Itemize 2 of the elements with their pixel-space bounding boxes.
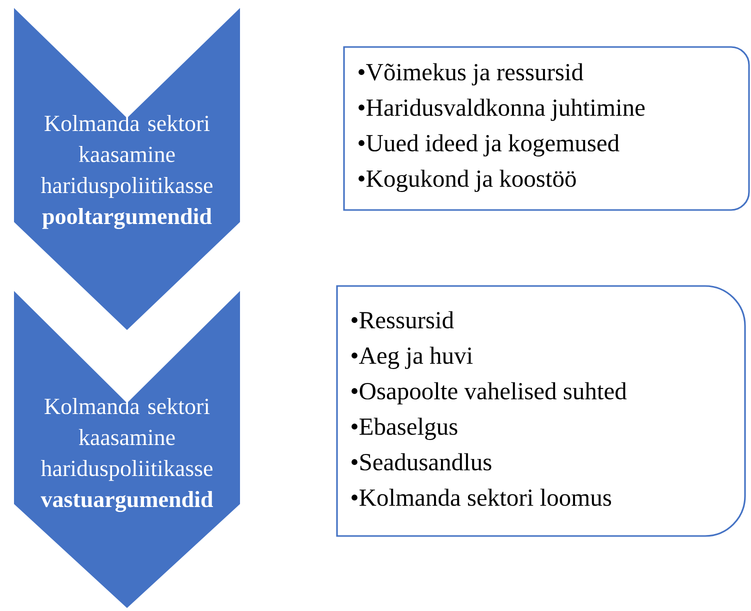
list-box: •Ressursid •Aeg ja huvi •Osapoolte vahelised suhted •Ebaselgus •Seadusandlus •Kolmanda sektori loomus [336,285,746,537]
list-box: •Võimekus ja ressursid •Haridusvaldkonna juhtimine •Uued ideed ja kogemused •Kogukond ja koostöö [343,46,750,211]
